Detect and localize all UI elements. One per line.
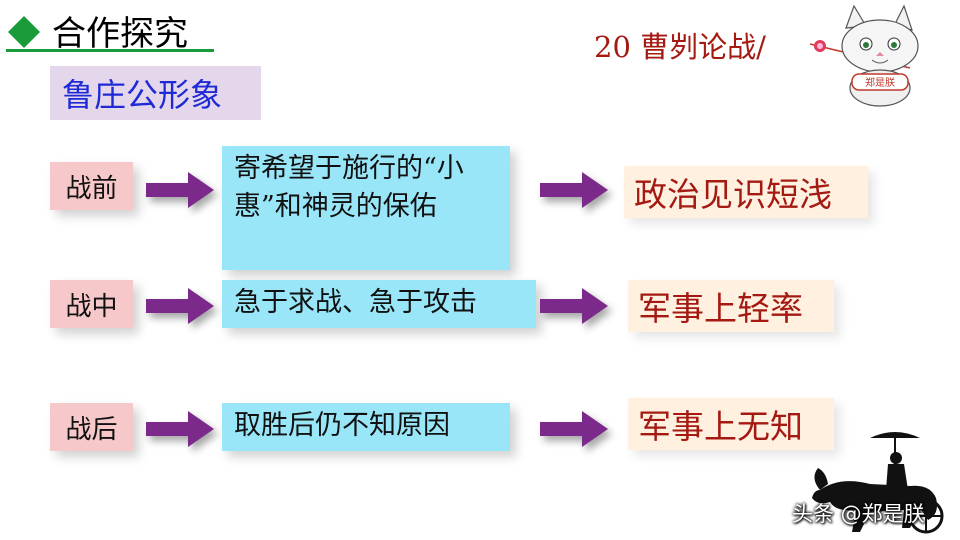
lesson-title: 20 曹刿论战/ [594, 30, 766, 64]
arrow-right-icon [540, 411, 608, 447]
result-box-before: 政治见识短浅 [624, 166, 868, 218]
stage-label-during: 战中 [50, 280, 133, 328]
arrow-right-icon [540, 288, 608, 324]
action-box-during: 急于求战、急于攻击 [222, 280, 536, 328]
action-box-after: 取胜后仍不知原因 [222, 403, 510, 451]
result-box-after: 军事上无知 [628, 398, 834, 450]
topic-label: 鲁庄公形象 [50, 66, 261, 120]
action-box-before: 寄希望于施行的“小惠”和神灵的保佑 [222, 146, 510, 270]
arrow-right-icon [146, 288, 214, 324]
watermark-text: 头条 @郑是朕 [792, 502, 925, 526]
stage-label-before: 战前 [50, 162, 133, 210]
horse-silhouette-icon [812, 432, 944, 534]
slide-header-title: 合作探究 [52, 14, 188, 54]
result-box-during: 军事上轻率 [628, 280, 834, 332]
cat-logo-icon: 郑是朕 [809, 4, 919, 107]
arrow-right-icon [540, 172, 608, 208]
arrow-right-icon [146, 411, 214, 447]
logo-badge-text: 郑是朕 [865, 76, 895, 89]
stage-label-after: 战后 [50, 403, 133, 451]
header-underline [6, 49, 214, 52]
arrow-right-icon [146, 172, 214, 208]
diamond-bullet-icon [8, 16, 40, 48]
